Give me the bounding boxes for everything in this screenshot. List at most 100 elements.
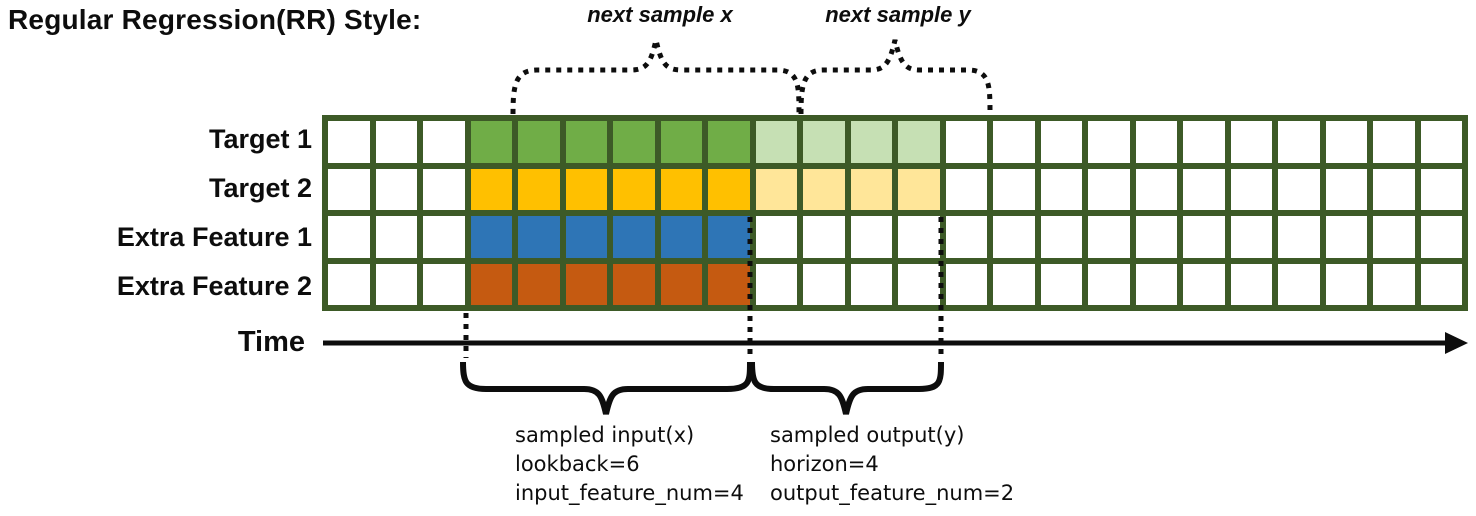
grid-cell: [1037, 260, 1085, 308]
grid-cell: [705, 118, 753, 166]
grid-cell: [1322, 260, 1370, 308]
grid-cell: [895, 213, 943, 261]
next-sample-y-brace: [798, 39, 993, 115]
grid-cell: [657, 165, 705, 213]
grid-cell: [1180, 118, 1228, 166]
sampled-input-line: sampled input(x): [515, 423, 695, 447]
grid-cell: [1037, 165, 1085, 213]
grid-cell: [325, 260, 373, 308]
grid-cell: [467, 118, 515, 166]
grid-cell: [800, 165, 848, 213]
grid-cell: [1370, 165, 1418, 213]
grid-cell: [1180, 213, 1228, 261]
horizon-line: horizon=4: [770, 452, 879, 476]
row-label-target-2: Target 2: [208, 173, 312, 203]
grid-cell: [847, 260, 895, 308]
grid-cell: [1275, 260, 1323, 308]
grid-cell: [562, 260, 610, 308]
grid-cell: [752, 213, 800, 261]
grid-cell: [942, 165, 990, 213]
grid-cell: [1227, 260, 1275, 308]
grid-cell: [1417, 165, 1465, 213]
grid-cell: [1322, 165, 1370, 213]
grid-cell: [325, 213, 373, 261]
grid-cell: [420, 165, 468, 213]
grid-cell: [1370, 260, 1418, 308]
grid-cell: [515, 260, 563, 308]
grid-cell: [1037, 118, 1085, 166]
grid-cell: [1370, 213, 1418, 261]
grid-cell: [895, 260, 943, 308]
grid-cell: [420, 118, 468, 166]
lookback-line: lookback=6: [515, 452, 640, 476]
grid-cell: [1275, 213, 1323, 261]
grid-cell: [800, 213, 848, 261]
grid-cell: [1417, 260, 1465, 308]
grid-cell: [942, 118, 990, 166]
grid-cell: [1085, 118, 1133, 166]
grid-cell: [847, 213, 895, 261]
grid-cell: [1132, 260, 1180, 308]
grid-cell: [372, 213, 420, 261]
grid-cell: [847, 165, 895, 213]
grid-cell: [1132, 165, 1180, 213]
time-axis-arrow-icon: [1445, 332, 1468, 354]
grid-cell: [657, 213, 705, 261]
grid-cell: [705, 165, 753, 213]
grid-cell: [752, 260, 800, 308]
grid-cell: [1227, 165, 1275, 213]
sampled-output-line: sampled output(y): [770, 423, 965, 447]
row-label-extra-feature-2: Extra Feature 2: [116, 271, 312, 301]
grid-cell: [705, 213, 753, 261]
sampled-input-annotation: sampled input(x) lookback=6 input_featur…: [515, 421, 744, 508]
grid-cell: [1037, 213, 1085, 261]
grid-cell: [420, 260, 468, 308]
grid-cell: [515, 165, 563, 213]
grid-cell: [895, 118, 943, 166]
grid-cell: [1085, 260, 1133, 308]
next-sample-x-label: next sample x: [587, 2, 733, 27]
grid-cell: [990, 213, 1038, 261]
next-sample-y-label: next sample y: [825, 2, 971, 27]
grid-cell: [942, 213, 990, 261]
grid-cell: [420, 213, 468, 261]
grid-cell: [657, 260, 705, 308]
grid-cell: [1275, 118, 1323, 166]
grid-cell: [800, 260, 848, 308]
grid-cell: [610, 165, 658, 213]
grid-cell: [467, 165, 515, 213]
grid-cell: [847, 118, 895, 166]
grid-cell: [990, 260, 1038, 308]
grid-cell: [610, 213, 658, 261]
timestep-grid: [322, 115, 1468, 311]
sampled-input-brace: [460, 361, 753, 415]
grid-cell: [1417, 213, 1465, 261]
row-label-extra-feature-1: Extra Feature 1: [116, 222, 312, 252]
grid-cell: [1227, 213, 1275, 261]
input-feature-num-line: input_feature_num=4: [515, 481, 744, 505]
grid-cell: [1085, 213, 1133, 261]
grid-cell: [895, 165, 943, 213]
grid-cell: [562, 165, 610, 213]
grid-cell: [800, 118, 848, 166]
grid-cell: [372, 165, 420, 213]
grid-cell: [1322, 118, 1370, 166]
sampled-output-annotation: sampled output(y) horizon=4 output_featu…: [770, 421, 1014, 508]
grid-cell: [1180, 165, 1228, 213]
grid-cell: [942, 260, 990, 308]
grid-cell: [990, 165, 1038, 213]
grid-cell: [752, 165, 800, 213]
grid-cell: [1085, 165, 1133, 213]
grid-cell: [515, 118, 563, 166]
grid-cell: [1275, 165, 1323, 213]
grid-cell: [467, 260, 515, 308]
grid-cell: [325, 165, 373, 213]
grid-cell: [610, 260, 658, 308]
grid-cell: [1322, 213, 1370, 261]
grid-cell: [990, 118, 1038, 166]
sampled-output-brace: [749, 361, 944, 415]
grid-cell: [1180, 260, 1228, 308]
row-label-target-1: Target 1: [208, 124, 312, 154]
grid-cell: [1417, 118, 1465, 166]
